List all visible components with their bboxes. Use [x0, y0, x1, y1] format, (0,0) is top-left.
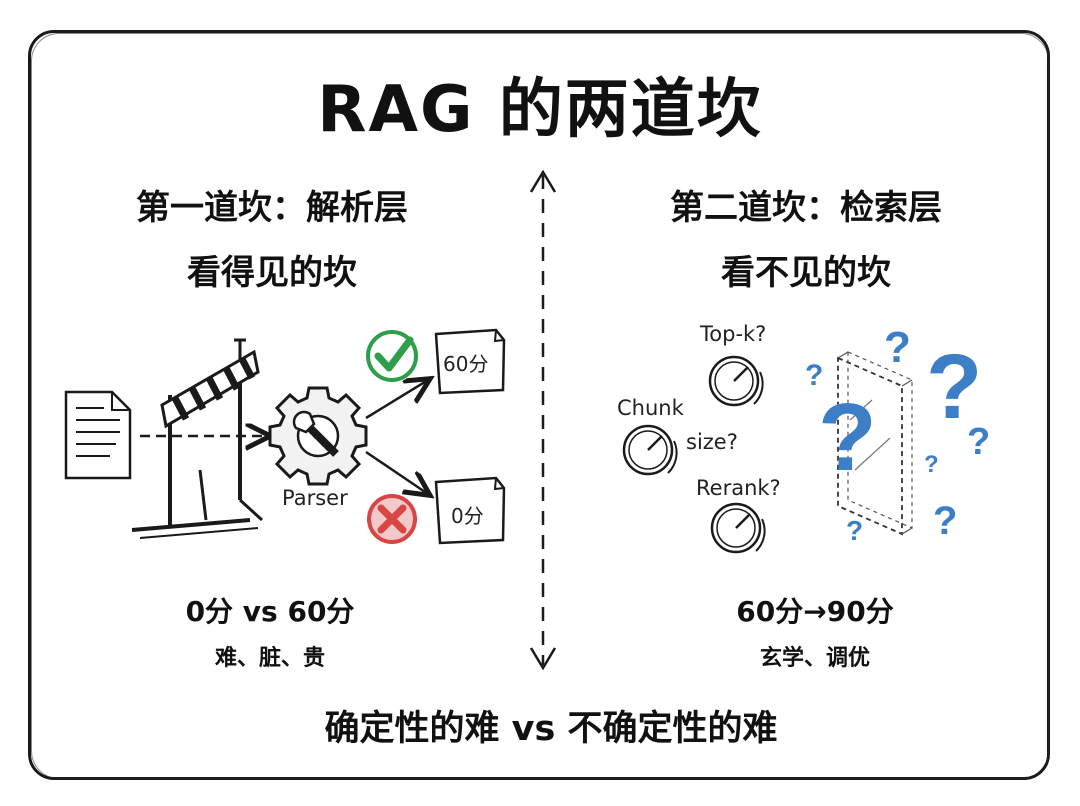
- diagram-title: RAG 的两道坎: [317, 73, 763, 147]
- question-mark-icon: ?: [967, 421, 990, 463]
- score-card-fail: [434, 476, 506, 545]
- hurdle-icon: [131, 338, 264, 539]
- outer-frame-sketch: [31, 33, 1049, 779]
- footer-caption: 确定性的难 vs 不确定性的难: [324, 709, 778, 749]
- question-mark-icons: ? ? ? ? ? ? ? ?: [805, 323, 990, 546]
- knob-chunk-label-1: Chunk: [617, 396, 684, 420]
- question-mark-icon: ?: [805, 359, 823, 392]
- knob-topk-icon: [708, 355, 764, 407]
- knob-topk-label: Top-k?: [700, 322, 767, 346]
- parser-label: Parser: [282, 486, 348, 510]
- right-stat: 60分→90分: [736, 595, 894, 628]
- check-icon: [366, 330, 418, 382]
- question-mark-icon: ?: [933, 499, 957, 543]
- left-stat: 0分 vs 60分: [185, 595, 355, 628]
- score-fail-label: 0分: [451, 504, 484, 528]
- invisible-wall-icon: [837, 351, 913, 536]
- cross-icon: [367, 494, 417, 544]
- right-subheading: 看不见的坎: [721, 253, 891, 293]
- left-heading: 第一道坎：解析层: [136, 188, 408, 228]
- right-note: 玄学、调优: [759, 646, 871, 671]
- knob-rerank-icon: [710, 502, 766, 554]
- center-divider: [529, 169, 557, 671]
- score-pass-label: 60分: [443, 352, 489, 376]
- question-mark-icon: ?: [884, 323, 911, 372]
- question-mark-icon: ?: [846, 515, 863, 546]
- left-subheading: 看得见的坎: [187, 253, 357, 293]
- document-icon: [64, 390, 132, 480]
- question-mark-icon: ?: [926, 336, 982, 438]
- knob-chunk-icon: [622, 424, 678, 476]
- left-note: 难、脏、贵: [214, 646, 326, 671]
- right-heading: 第二道坎：检索层: [670, 188, 942, 228]
- knob-rerank-label: Rerank?: [696, 476, 781, 500]
- question-mark-icon: ?: [924, 451, 939, 478]
- question-mark-icon: ?: [818, 384, 877, 491]
- score-card-pass: [434, 328, 506, 395]
- knob-chunk-label-2: size?: [686, 430, 738, 454]
- parser-gear-icon: [268, 386, 368, 486]
